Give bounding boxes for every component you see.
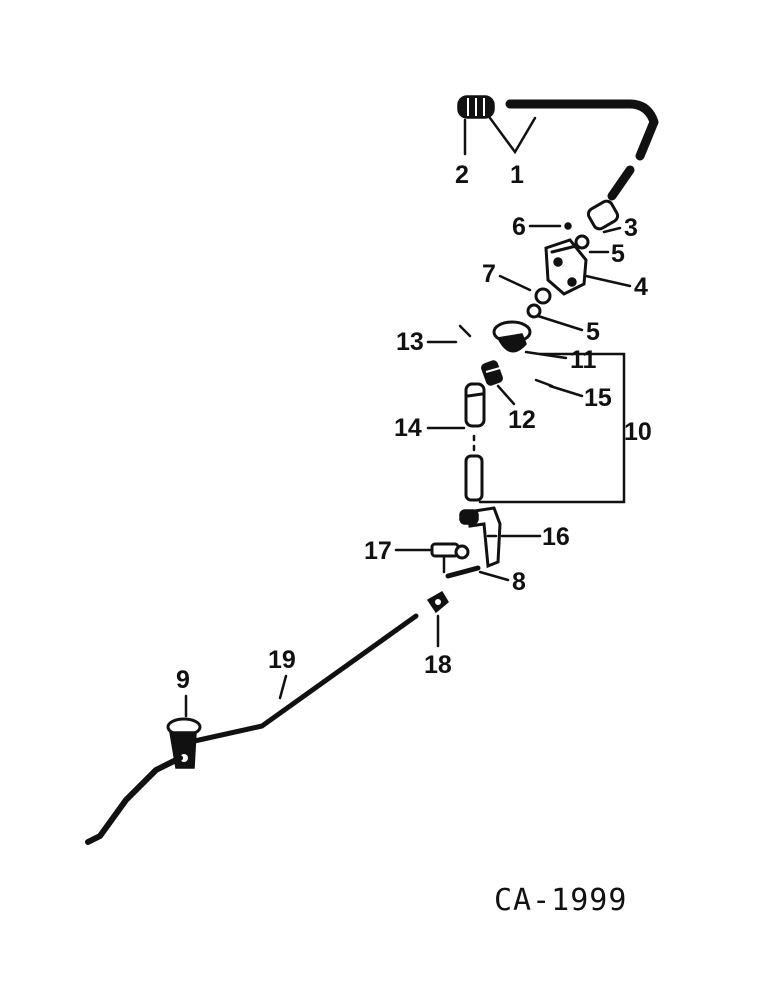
assembly-bracket-10 bbox=[478, 352, 626, 504]
callout-1: 1 bbox=[510, 161, 524, 189]
shift-knob bbox=[457, 95, 495, 119]
callout-19: 19 bbox=[268, 646, 296, 674]
bushing bbox=[481, 360, 503, 386]
leader-lines bbox=[184, 116, 632, 718]
lever-boot bbox=[586, 199, 620, 231]
shift-lever-upper bbox=[505, 99, 659, 201]
callout-4: 4 bbox=[634, 273, 648, 301]
lower-shift-lever bbox=[85, 755, 183, 845]
clip-8 bbox=[445, 565, 481, 579]
bolt-17 bbox=[430, 542, 470, 574]
spacer-7 bbox=[534, 287, 552, 305]
lower-lever-shaft bbox=[464, 382, 486, 502]
callout-7: 7 bbox=[482, 260, 496, 288]
callout-18: 18 bbox=[424, 651, 452, 679]
shift-arm bbox=[459, 506, 502, 569]
callout-17: 17 bbox=[364, 537, 392, 565]
callout-15: 15 bbox=[584, 384, 612, 412]
callout-10: 10 bbox=[624, 418, 652, 446]
callout-3: 3 bbox=[624, 214, 638, 242]
callout-2: 2 bbox=[455, 161, 469, 189]
callout-16: 16 bbox=[542, 523, 570, 551]
callout-9: 9 bbox=[176, 666, 190, 694]
pivot-ball bbox=[492, 320, 532, 353]
pin-13 bbox=[458, 324, 472, 338]
ball-6 bbox=[564, 222, 572, 230]
linkage-rod bbox=[187, 613, 419, 745]
washer-upper bbox=[574, 234, 590, 250]
callout-11: 11 bbox=[570, 346, 597, 374]
callout-14: 14 bbox=[394, 414, 422, 442]
washer-lower bbox=[526, 303, 542, 319]
callout-12: 12 bbox=[508, 406, 536, 434]
drawing-code: CA-1999 bbox=[494, 883, 627, 918]
callout-13: 13 bbox=[396, 328, 424, 356]
callout-5-lower: 5 bbox=[586, 318, 600, 346]
rod-end bbox=[426, 590, 449, 614]
callout-5-upper: 5 bbox=[611, 240, 625, 268]
callout-8: 8 bbox=[512, 568, 526, 596]
lever-housing bbox=[544, 238, 588, 296]
callout-6: 6 bbox=[512, 213, 526, 241]
